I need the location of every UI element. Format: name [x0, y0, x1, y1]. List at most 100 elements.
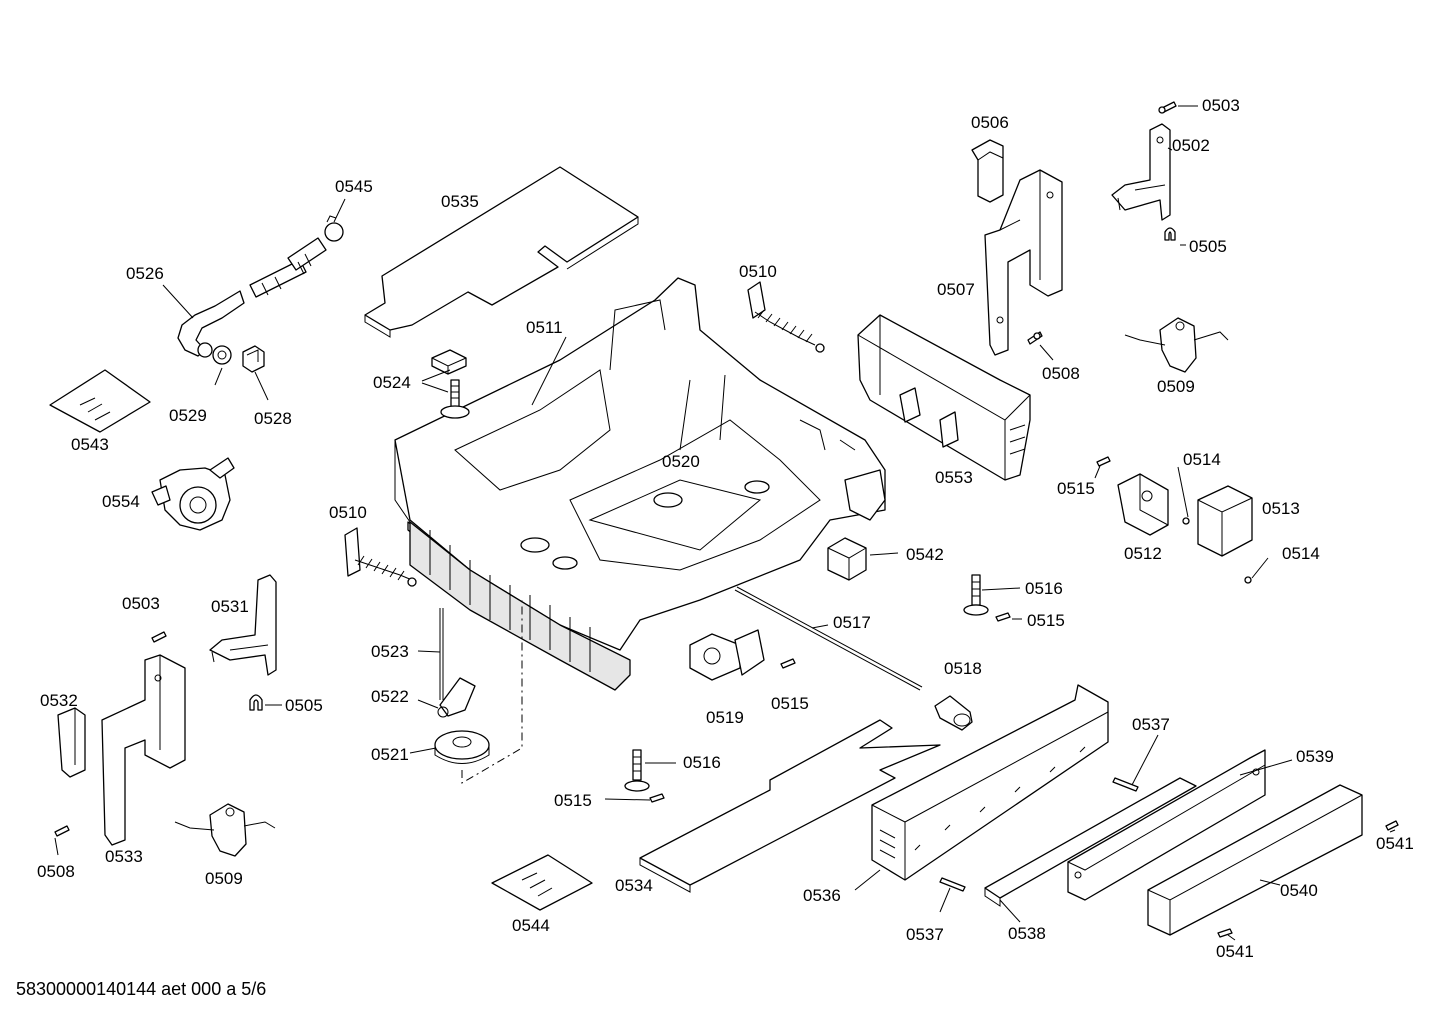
label-0518: 0518 [944, 659, 982, 678]
part-0503-screw-left [151, 631, 167, 643]
label-0507: 0507 [937, 280, 975, 299]
label-0509-top: 0509 [1157, 377, 1195, 396]
part-0542-valve-block [827, 537, 867, 581]
part-0536-plinth [871, 684, 1109, 881]
part-0545-clamp [324, 215, 344, 242]
part-0541-screw-a [1385, 820, 1399, 831]
label-0553: 0553 [935, 468, 973, 487]
label-0503-top: 0503 [1202, 96, 1240, 115]
part-0519-valve [689, 629, 765, 681]
part-0505-clip-top [1164, 227, 1176, 241]
part-0526-hose [177, 237, 327, 358]
part-0509-sensor-top [1124, 317, 1229, 373]
label-0542: 0542 [906, 545, 944, 564]
label-0506: 0506 [971, 113, 1009, 132]
part-0513-cover [1197, 485, 1253, 557]
part-0508-screw-top [1027, 331, 1043, 345]
label-0534: 0534 [615, 876, 653, 895]
part-0528-holder [242, 345, 265, 373]
label-0515-b: 0515 [1027, 611, 1065, 630]
label-0524: 0524 [373, 373, 411, 392]
label-0540: 0540 [1280, 881, 1318, 900]
label-0526: 0526 [126, 264, 164, 283]
part-0511-base-tub [394, 277, 886, 691]
label-0509-left: 0509 [205, 869, 243, 888]
label-0522: 0522 [371, 687, 409, 706]
part-0507-bracket [984, 169, 1063, 356]
part-0502-bracket [1111, 123, 1171, 221]
label-0508-top: 0508 [1042, 364, 1080, 383]
part-0514-screw-b [1244, 576, 1252, 584]
label-0514-a: 0514 [1183, 450, 1221, 469]
assembly-line-0521 [461, 600, 523, 784]
part-0532-cover [57, 707, 86, 778]
label-0544: 0544 [512, 916, 550, 935]
part-0512-housing [1117, 473, 1169, 536]
part-0537-pin-b [939, 877, 966, 892]
part-0543-bag [49, 369, 151, 433]
part-labels: 0503 0502 0506 0505 0507 0508 0509 0545 … [37, 96, 1414, 961]
part-0544-bag [491, 854, 593, 911]
part-0509-sensor-left [174, 803, 276, 857]
label-0533: 0533 [105, 847, 143, 866]
part-0535-mat [364, 166, 639, 338]
part-0529-clip [212, 345, 232, 365]
part-0510-spring-left [344, 527, 417, 587]
label-0515-d: 0515 [554, 791, 592, 810]
part-0516-foot-lower [624, 749, 650, 792]
part-0506-cover [971, 139, 1004, 203]
label-0536: 0536 [803, 886, 841, 905]
part-0516-foot-right [963, 574, 989, 616]
part-0510-spring-top [747, 281, 825, 353]
part-0515-screw-c [780, 658, 796, 669]
label-0516-right: 0516 [1025, 579, 1063, 598]
label-0511: 0511 [526, 318, 563, 337]
part-0554-pump [151, 457, 235, 531]
part-0508-screw-left [54, 825, 70, 837]
part-0515-screw-b [995, 612, 1011, 622]
label-0516-lower: 0516 [683, 753, 721, 772]
label-0539: 0539 [1296, 747, 1334, 766]
label-0541-bottom: 0541 [1216, 942, 1254, 961]
part-0533-bracket [101, 654, 186, 846]
label-0515-c: 0515 [771, 694, 809, 713]
label-0502: 0502 [1172, 136, 1210, 155]
label-0503-left: 0503 [122, 594, 160, 613]
label-0505-left: 0505 [285, 696, 323, 715]
label-0517: 0517 [833, 613, 871, 632]
label-0510-left: 0510 [329, 503, 367, 522]
part-0518-cap [934, 695, 973, 731]
label-0510-top: 0510 [739, 262, 777, 281]
label-0541-right: 0541 [1376, 834, 1414, 853]
part-0514-screw-a [1182, 517, 1190, 525]
label-0545: 0545 [335, 177, 373, 196]
label-0508-left: 0508 [37, 862, 75, 881]
label-0514-b: 0514 [1282, 544, 1320, 563]
label-0523: 0523 [371, 642, 409, 661]
part-0505-clip-left [249, 694, 263, 711]
part-0523-rod [439, 608, 444, 700]
document-code: 58300000140144 aet 000 a 5/6 [16, 979, 267, 999]
label-0505-top: 0505 [1189, 237, 1227, 256]
label-0538: 0538 [1008, 924, 1046, 943]
label-0532: 0532 [40, 691, 78, 710]
label-0529: 0529 [169, 406, 207, 425]
part-0515-screw-a [1096, 456, 1111, 467]
part-0540-panel [1147, 784, 1363, 936]
part-0522-float [437, 677, 476, 718]
part-0515-screw-d [649, 793, 665, 803]
part-0539-panel [1067, 749, 1266, 901]
label-0528: 0528 [254, 409, 292, 428]
part-0541-screw-b [1217, 928, 1233, 938]
leader-lines [54, 105, 1396, 941]
label-0535: 0535 [441, 192, 479, 211]
label-0537-bottom: 0537 [906, 925, 944, 944]
part-0517-rod [734, 586, 923, 691]
label-0521: 0521 [371, 745, 409, 764]
part-0521-wheel [434, 730, 490, 764]
part-0524-foot [431, 349, 470, 419]
label-0512: 0512 [1124, 544, 1162, 563]
label-0515-a: 0515 [1057, 479, 1095, 498]
label-0554: 0554 [102, 492, 140, 511]
